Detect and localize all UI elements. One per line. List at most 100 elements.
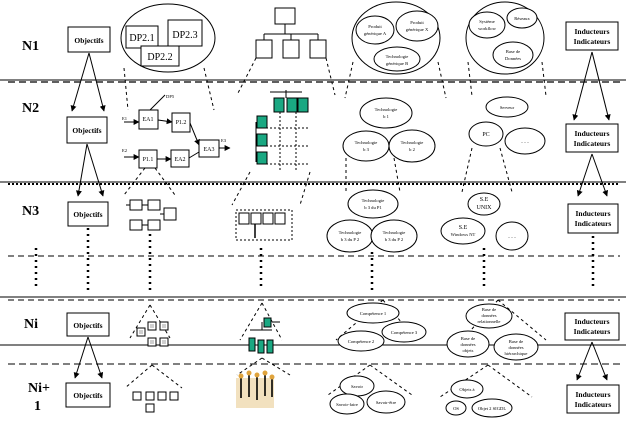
objectifs-box-n3 [67, 201, 109, 227]
flow-label-e3: E3 [221, 138, 227, 143]
savoir-faire-label: Savoir-faire [336, 402, 358, 407]
technology-column [326, 1, 447, 415]
tech-n1-label-3a: Technologie [386, 54, 409, 59]
inducteurs-label-n3: Inducteurs [575, 209, 610, 218]
competence-3-label: Compétence 3 [391, 330, 418, 335]
se-unix-label-b: UNIX [477, 205, 493, 211]
dp-label-1: DP2.1 [129, 33, 154, 44]
level-label-n1: N1 [22, 39, 39, 54]
objectifs-label-ni: Objectifs [73, 321, 102, 330]
people-figures [236, 370, 275, 408]
se-other-label: . . . [508, 234, 516, 240]
process-column [120, 3, 231, 413]
se-unix-label-a: S.E [480, 197, 489, 203]
indicateurs-label-n2: Indicateurs [574, 139, 611, 148]
se-nt-label-a: S.E [459, 225, 468, 231]
bdd-rel-label-a: Base de [482, 307, 496, 312]
tech-n2-b3-a: Technologie [355, 140, 378, 145]
bdd-rel-label-b: données [481, 313, 496, 318]
tech-n3-p2-b: b 3 du P 2 [341, 237, 360, 242]
bdd-label-a: Base de [506, 49, 520, 54]
tech-n2-b2-b: b 2 [409, 147, 415, 152]
flow-label-e1: E1 [122, 116, 128, 121]
inducteurs-box-ni [564, 312, 620, 341]
dp-label-3: DP2.2 [147, 52, 172, 63]
level-separators [0, 79, 626, 365]
objet2-label: Objet 2 SIGDL [478, 406, 507, 411]
bdd-hier-label-c: hiérarchique [505, 351, 528, 356]
bdd-rel-label-c: relationnelle [478, 319, 501, 324]
flow-label-ea3: EA3 [204, 147, 215, 153]
level-label-ni1: Ni+ [28, 381, 50, 396]
flow-label-p12: P1.2 [176, 120, 187, 126]
bdd-obj-label-c: objets [463, 348, 474, 353]
flow-label-ea2: EA2 [175, 157, 186, 163]
tech-n2-b2-a: Technologie [401, 140, 424, 145]
objectifs-label-n1: Objectifs [74, 36, 103, 45]
indicateurs-label-n3: Indicateurs [575, 219, 612, 228]
tech-n3-p1-a: Technologie [362, 198, 385, 203]
inducteurs-label-n2: Inducteurs [574, 129, 609, 138]
indicateurs-label-n1: Indicateurs [574, 37, 611, 46]
dp-ellipse [120, 3, 216, 73]
tech-n2-b3-b: b 3 [363, 147, 369, 152]
objectifs-box-n2 [66, 116, 108, 144]
process-labels: DP2.1 DP2.3 DP2.2 DP5 EA1 P1.2 P1.1 EA2 … [122, 30, 227, 163]
level-label-n2: N2 [22, 101, 39, 116]
objectifs-box-ni [66, 312, 110, 337]
inducteurs-label-ni: Inducteurs [574, 317, 609, 326]
tech-n2-b1-a: Technologie [375, 107, 398, 112]
bdd-label-b: Données [505, 56, 521, 61]
objectifs-label-n3: Objectifs [73, 210, 102, 219]
inducteurs-label-ni1: Inducteurs [575, 390, 610, 399]
bdd-hier-label-b: données [508, 345, 523, 350]
competence-2-label: Compétence 2 [348, 339, 375, 344]
objets-label: Objets à [459, 387, 474, 392]
objectifs-label-n2: Objectifs [72, 126, 101, 135]
bdd-obj-label-b: données [460, 342, 475, 347]
tech-n3-p2-a: Technologie [339, 230, 362, 235]
inducteurs-box-n3 [567, 203, 619, 234]
flow-label-ea1: EA1 [143, 117, 154, 123]
objectifs-label-ni1: Objectifs [73, 391, 102, 400]
inducteurs-box-n2 [565, 123, 619, 153]
bdd-obj-label-a: Base de [461, 336, 475, 341]
tech-n1-label-2a: Produit [410, 20, 424, 25]
tech-n1-label-3b: générique B [386, 61, 408, 66]
bdd-hier-label-a: Base de [509, 339, 523, 344]
level-label-ni: Ni [24, 317, 38, 332]
other-sys-label: . . . [521, 139, 529, 145]
level-label-ni1-suffix: 1 [34, 399, 41, 414]
objectifs-box-n1 [67, 26, 111, 53]
inducteurs-label-n1: Inducteurs [574, 27, 609, 36]
savoir-etre-label: Savoir-être [376, 400, 396, 405]
savoir-label: Savoir [351, 384, 363, 389]
technology-ellipse-n1 [351, 1, 441, 75]
tech-n3-p2c-b: b 3 du P 2 [385, 237, 404, 242]
objectifs-box-ni1 [65, 382, 111, 408]
competence-1-label: Compétence 1 [360, 311, 387, 316]
systeme-label-b: workflow [478, 26, 497, 31]
tech-n3-p2c-a: Technologie [383, 230, 406, 235]
systems-labels: Système workflow Réseaux Base de Données… [451, 16, 531, 411]
indicateurs-label-ni: Indicateurs [574, 327, 611, 336]
flow-label-dp5: DP5 [166, 94, 175, 99]
level-labels: N1 N2 N3 Ni Ni+ 1 [22, 39, 50, 414]
tech-n1-label-1b: générique A [364, 31, 387, 36]
serveur-label: Serveur [500, 105, 515, 110]
tech-n2-b1-b: b 1 [383, 114, 389, 119]
systeme-label-a: Système [479, 19, 495, 24]
orgchart-green-boxes [248, 97, 309, 354]
pc-label: PC [482, 132, 489, 138]
flow-detail-boxes [139, 324, 166, 344]
inducteurs-box-n1 [565, 21, 619, 51]
level-label-n3: N3 [22, 204, 39, 219]
reseaux-label: Réseaux [514, 16, 530, 21]
inducteurs-box-ni1 [566, 384, 620, 414]
orgchart-column [231, 7, 336, 376]
technology-labels: Produit générique A Produit générique X … [336, 20, 429, 407]
dp-label-2: DP2.3 [172, 30, 197, 41]
systems-column [439, 1, 547, 418]
flow-label-e2: E2 [122, 148, 128, 153]
